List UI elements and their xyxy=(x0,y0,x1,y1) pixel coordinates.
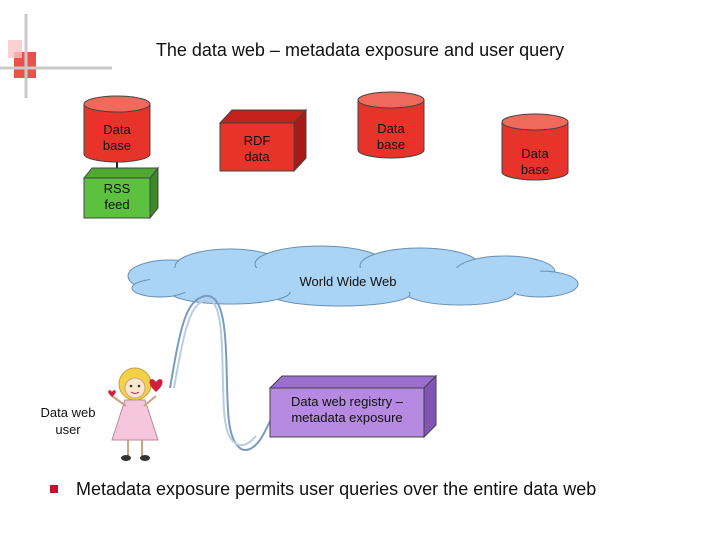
rss-feed-label: RSS feed xyxy=(103,181,131,212)
registry-box xyxy=(268,374,438,439)
rdf-data-label: RDF data xyxy=(243,133,271,164)
page-title: The data web – metadata exposure and use… xyxy=(155,40,565,60)
database-left-label: Data base xyxy=(102,122,132,153)
user-figure xyxy=(108,367,163,461)
world-wide-web-cloud xyxy=(127,245,579,307)
user-label: Data web user xyxy=(40,405,96,437)
database-middle-label: Data base xyxy=(376,121,406,152)
database-right-label: Data base xyxy=(520,146,550,177)
database-middle-cylinder xyxy=(357,91,425,159)
rss-feed-box xyxy=(82,166,160,220)
registry-label: Data web registry – metadata exposure xyxy=(291,394,403,425)
corner-decoration xyxy=(0,14,112,98)
database-right-cylinder xyxy=(501,113,569,181)
query-path-line xyxy=(169,294,286,451)
database-left-cylinder xyxy=(83,95,151,163)
world-wide-web-label: World Wide Web xyxy=(299,274,397,289)
bullet-text: Metadata exposure permits user queries o… xyxy=(76,479,597,499)
bullet-marker xyxy=(50,485,58,493)
corner-pink-square xyxy=(8,40,22,58)
query-path-line-inner xyxy=(173,299,257,447)
rdf-data-box xyxy=(218,108,308,173)
